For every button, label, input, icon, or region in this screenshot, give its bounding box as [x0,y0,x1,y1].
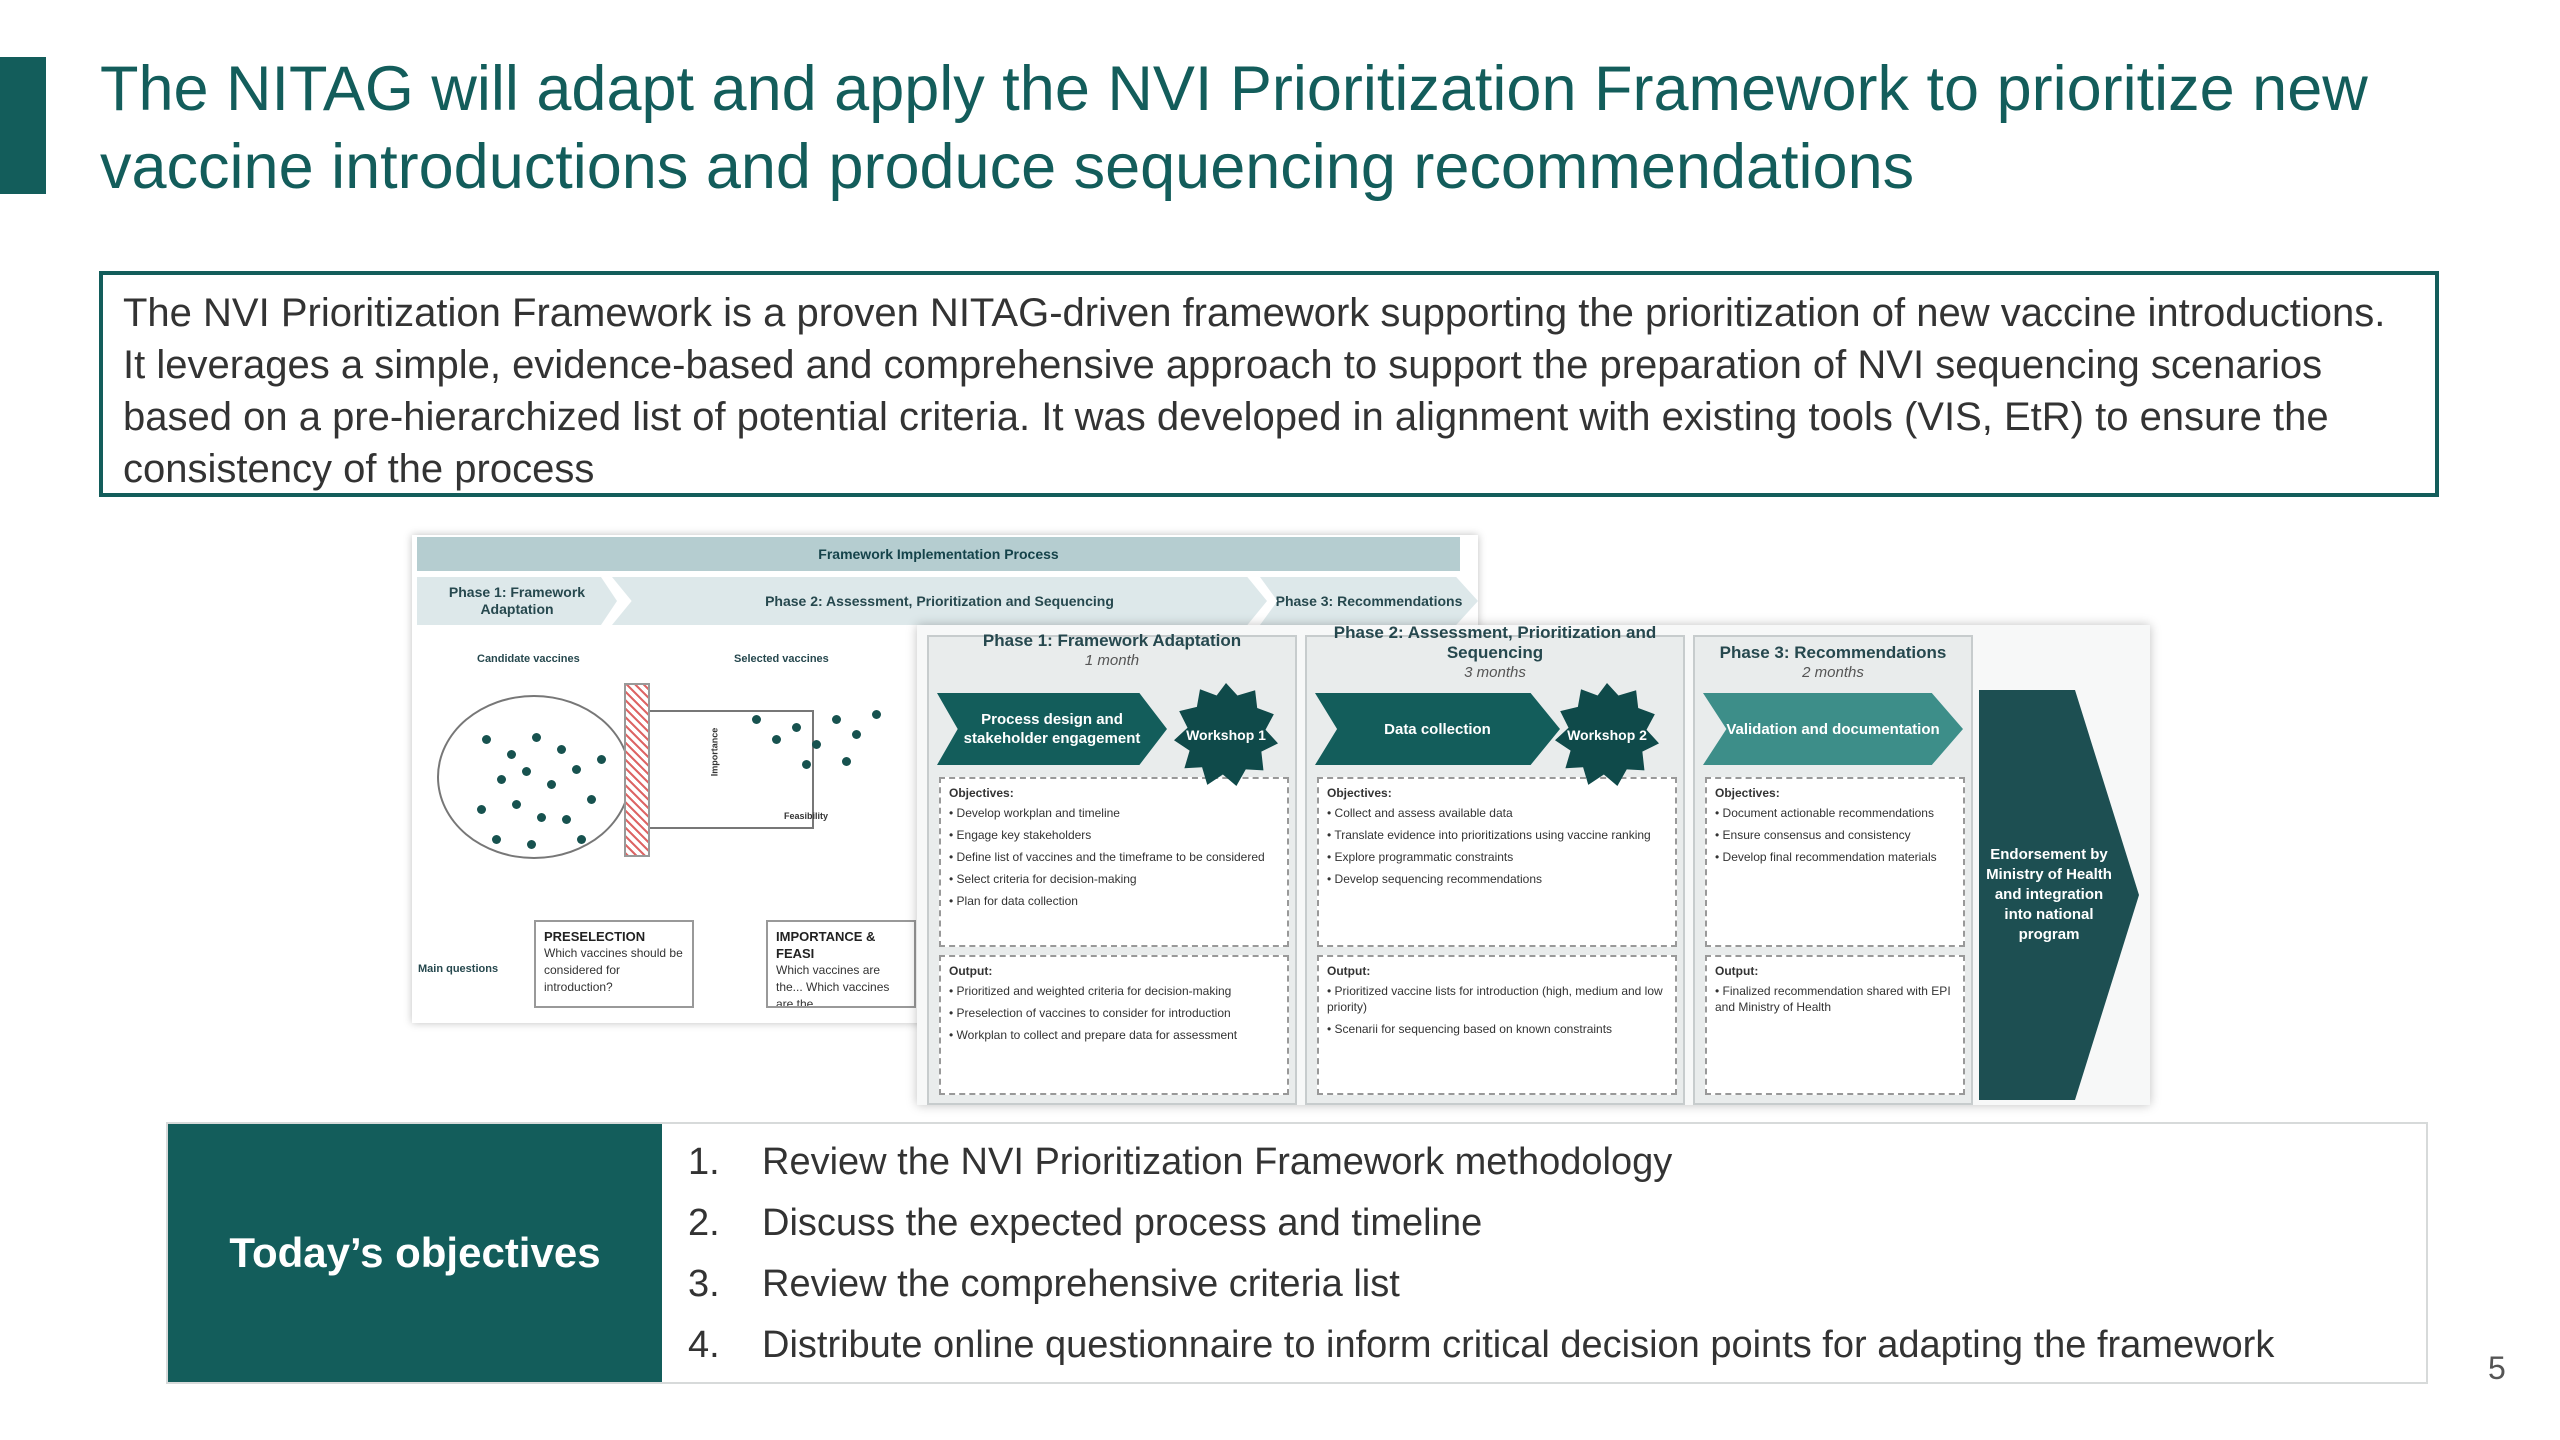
intro-text: The NVI Prioritization Framework is a pr… [123,287,2415,495]
vaccine-dot [852,730,861,739]
vaccine-dot [872,710,881,719]
objective-item: • Develop sequencing recommendations [1327,871,1667,887]
importance-feasibility-title: IMPORTANCE & FEASI [776,928,906,962]
phase-2-title: Phase 2: Assessment, Prioritization and … [1307,623,1683,683]
candidate-vaccines-pool [437,695,631,859]
vaccine-dot [572,765,581,774]
phase-2-objectives: Objectives: • Collect and assess availab… [1317,777,1677,947]
phase-3-duration: 2 months [1695,663,1971,683]
objective-item: • Ensure consensus and consistency [1715,827,1955,843]
vaccine-dot [577,835,586,844]
vaccine-dot [512,800,521,809]
vaccine-dot [537,813,546,822]
phase-2-duration: 3 months [1307,663,1683,683]
vaccine-dot [492,835,501,844]
row-phase-2: Phase 2: Assessment, Prioritization and … [612,577,1267,625]
preselection-text: Which vaccines should be considered for … [544,946,683,994]
implementation-process-header: Framework Implementation Process [417,537,1460,571]
todays-objectives-label: Today’s objectives [168,1124,662,1382]
output-item: • Prioritized vaccine lists for introduc… [1327,983,1667,1015]
candidate-vaccines-label: Candidate vaccines [477,653,580,665]
phase-1-outputs: Output: • Prioritized and weighted crite… [939,955,1289,1095]
phase-1-title: Phase 1: Framework Adaptation 1 month [929,631,1295,671]
vaccine-dot [812,740,821,749]
phase-2-chevron: Data collection [1315,693,1560,765]
vaccine-dot [507,750,516,759]
vaccine-dot [532,733,541,742]
todays-objectives-section: Today’s objectives 1.Review the NVI Prio… [166,1122,2428,1384]
vaccine-dot [527,840,536,849]
preselection-title: PRESELECTION [544,928,684,945]
preselection-box: PRESELECTION Which vaccines should be co… [534,920,694,1008]
objective-item: • Develop final recommendation materials [1715,849,1955,865]
vaccine-dot [497,775,506,784]
objective-item: • Translate evidence into prioritization… [1327,827,1667,843]
objective-item: • Explore programmatic constraints [1327,849,1667,865]
importance-feasibility-text: Which vaccines are the... Which vaccines… [776,963,889,1008]
vaccine-dot [557,745,566,754]
vaccine-dot [587,795,596,804]
phase-3-objectives: Objectives: • Document actionable recomm… [1705,777,1965,947]
row-phase-3: Phase 3: Recommendations [1260,577,1478,625]
vaccine-dot [802,760,811,769]
feasibility-axis-label: Feasibility [784,811,828,821]
objective-item: 1.Review the NVI Prioritization Framewor… [688,1132,2274,1193]
importance-axis-label: Importance [709,728,719,777]
vaccine-dot [792,723,801,732]
phase-3-outputs: Output: • Finalized recommendation share… [1705,955,1965,1095]
objective-item: • Plan for data collection [949,893,1279,909]
phase-1-duration: 1 month [929,651,1295,671]
objective-item: • Collect and assess available data [1327,805,1667,821]
output-item: • Preselection of vaccines to consider f… [949,1005,1279,1021]
output-item: • Finalized recommendation shared with E… [1715,983,1955,1015]
vaccine-dot [772,735,781,744]
intro-box: The NVI Prioritization Framework is a pr… [99,271,2439,497]
objective-item: • Engage key stakeholders [949,827,1279,843]
objectives-list: 1.Review the NVI Prioritization Framewor… [688,1132,2274,1376]
framework-diagram: Framework Implementation Process Phase 1… [412,535,2150,1105]
vaccine-dot [482,735,491,744]
objective-item: • Document actionable recommendations [1715,805,1955,821]
vaccine-dot [832,715,841,724]
row-phase-1: Phase 1: Framework Adaptation [417,577,617,625]
title-accent-bar [0,57,46,194]
vaccine-dot [597,755,606,764]
phase-2-outputs: Output: • Prioritized vaccine lists for … [1317,955,1677,1095]
phase-3-title: Phase 3: Recommendations 2 months [1695,643,1971,683]
phase-3-chevron: Validation and documentation [1703,693,1963,765]
vaccine-dot [547,780,556,789]
objective-item: 2.Discuss the expected process and timel… [688,1193,2274,1254]
vaccine-dot [477,805,486,814]
vaccine-dot [752,715,761,724]
objective-item: 4.Distribute online questionnaire to inf… [688,1315,2274,1376]
vaccine-dot [562,815,571,824]
output-item: • Workplan to collect and prepare data f… [949,1027,1279,1043]
objective-item: • Define list of vaccines and the timefr… [949,849,1279,865]
output-item: • Scenarii for sequencing based on known… [1327,1021,1667,1037]
importance-feasibility-box: IMPORTANCE & FEASI Which vaccines are th… [766,920,916,1008]
slide-title: The NITAG will adapt and apply the NVI P… [100,50,2500,206]
page-number: 5 [2488,1350,2506,1387]
filter-mesh [624,683,650,857]
selected-vaccines-label: Selected vaccines [734,653,829,665]
vaccine-dot [522,767,531,776]
phase-1-chevron: Process design and stakeholder engagemen… [937,693,1167,765]
main-questions-label: Main questions [418,963,498,975]
vaccine-dot [842,757,851,766]
output-item: • Prioritized and weighted criteria for … [949,983,1279,999]
objective-item: 3.Review the comprehensive criteria list [688,1254,2274,1315]
objective-item: • Select criteria for decision-making [949,871,1279,887]
objective-item: • Develop workplan and timeline [949,805,1279,821]
phase-1-objectives: Objectives: • Develop workplan and timel… [939,777,1289,947]
